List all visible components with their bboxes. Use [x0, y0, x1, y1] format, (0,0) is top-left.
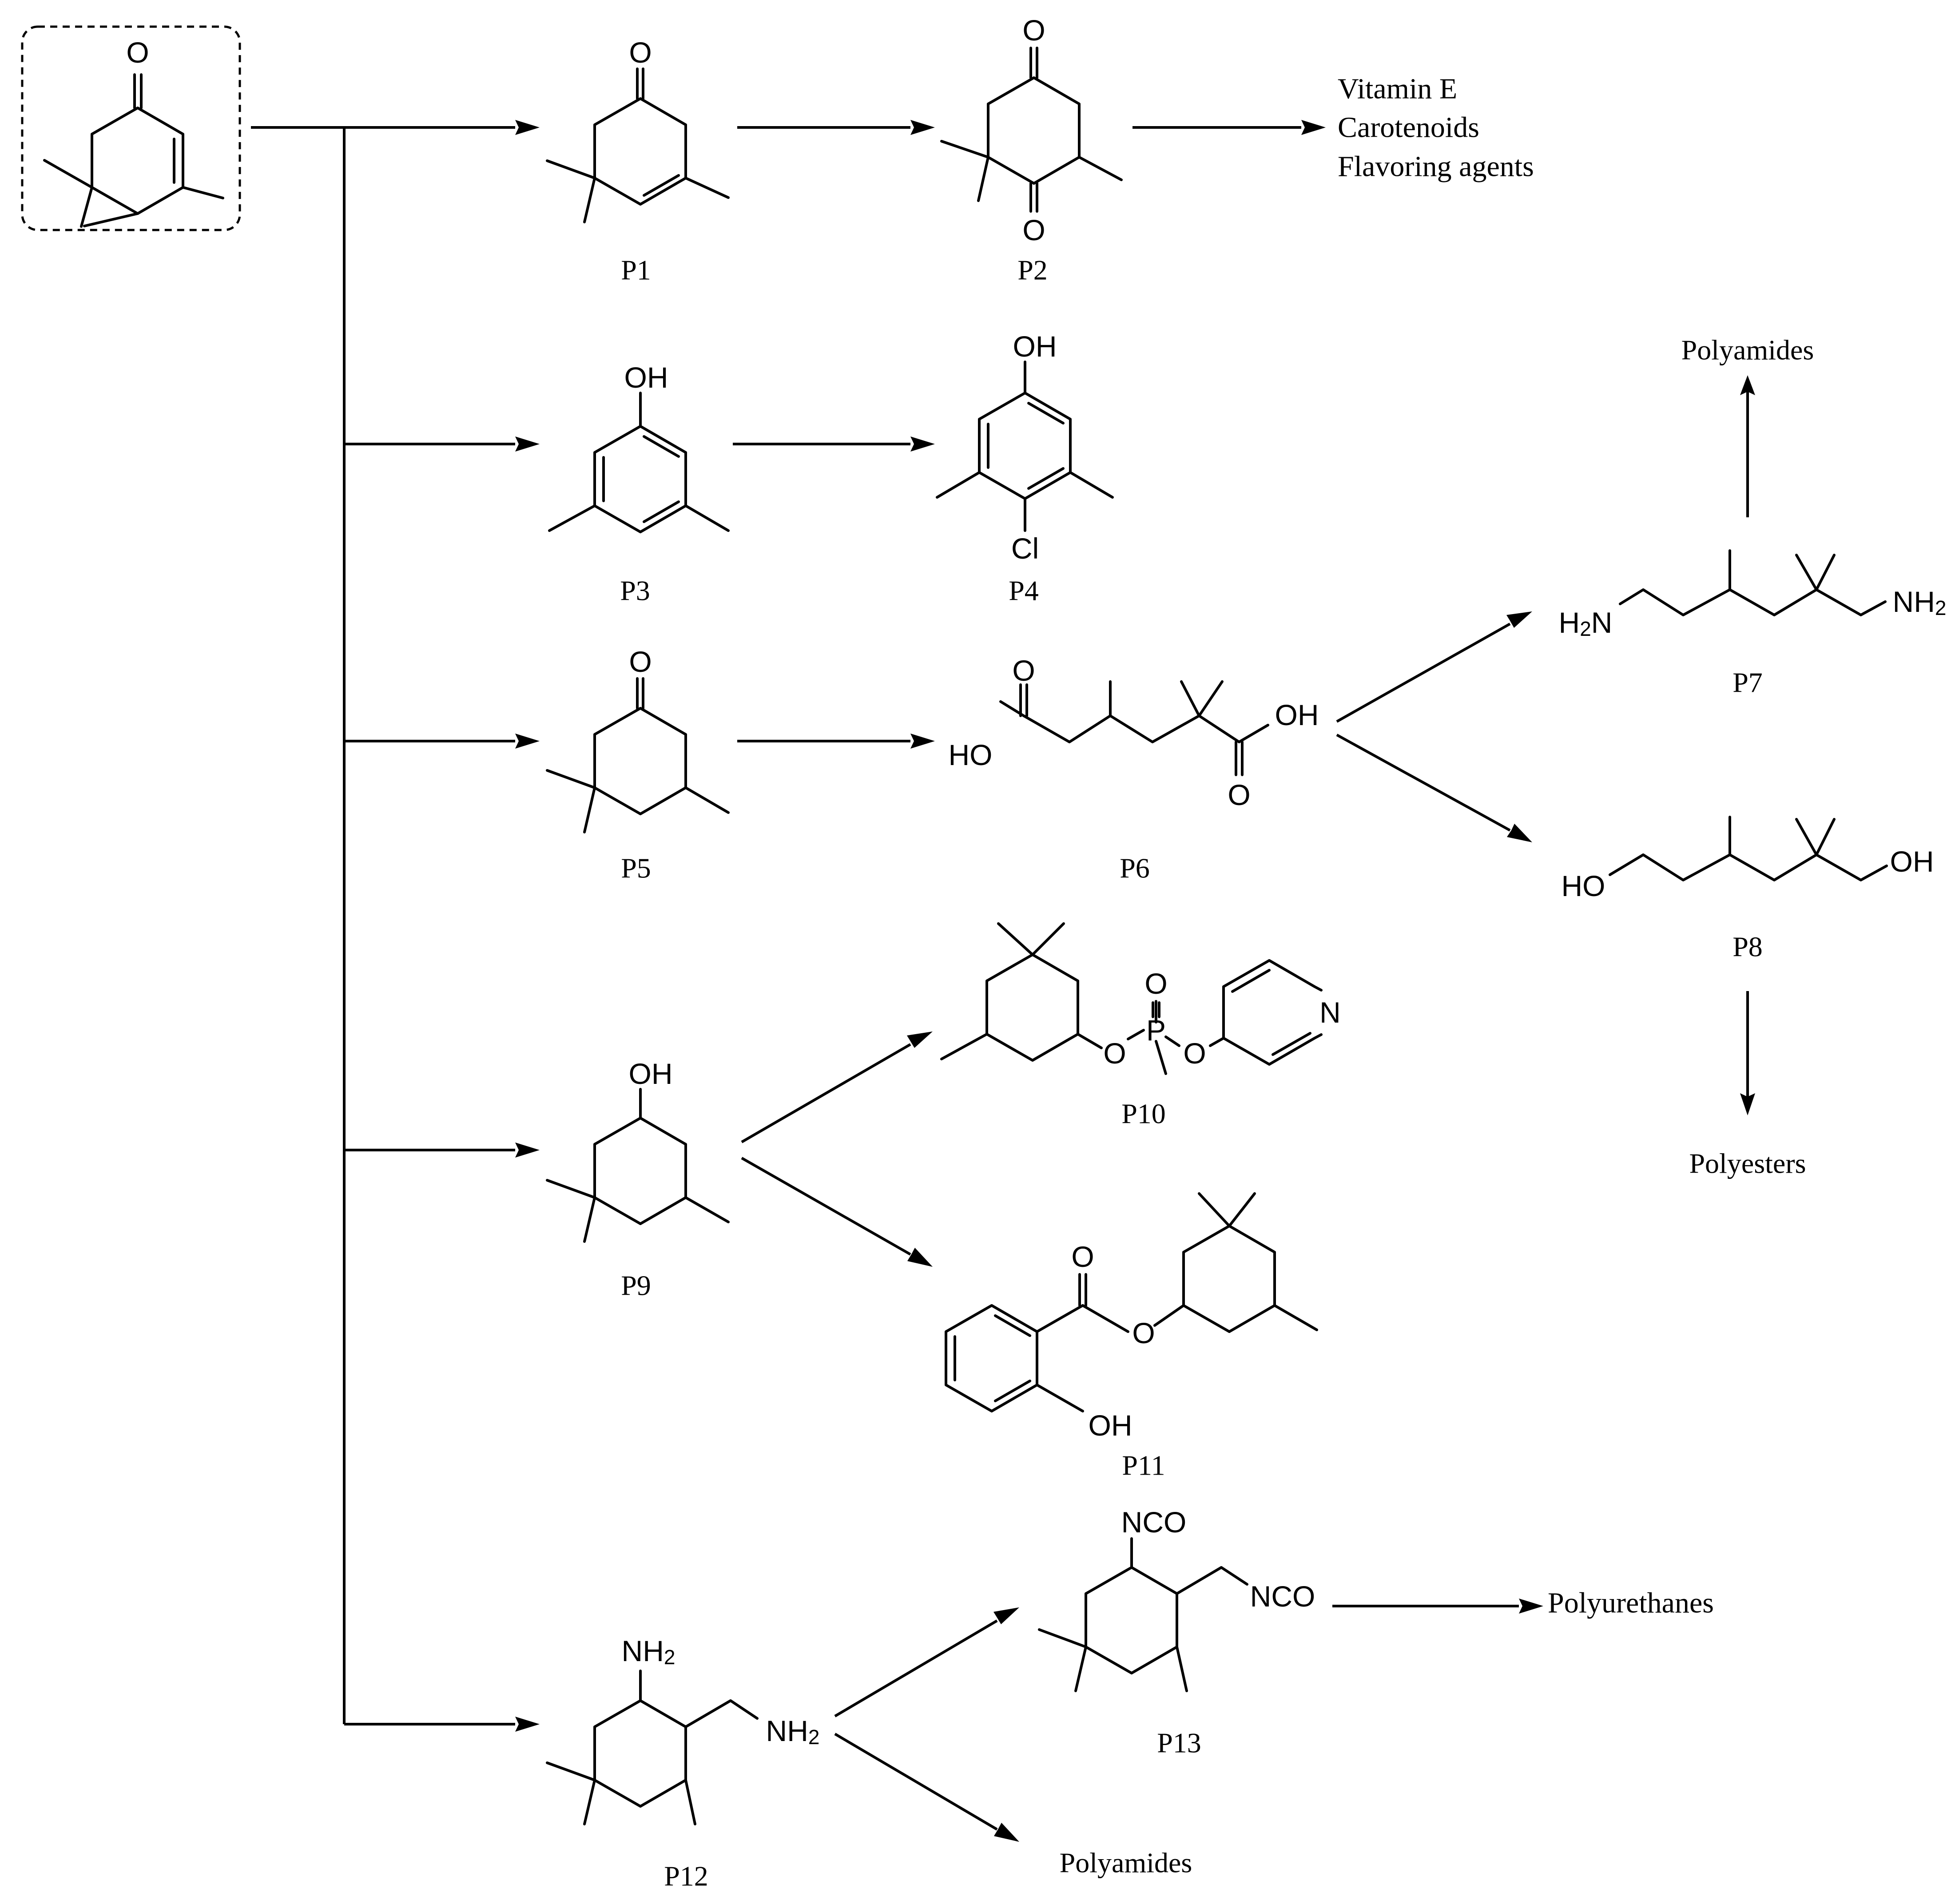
p9-oh: OH: [629, 1057, 673, 1090]
arrowhead-p9-to-p11: [907, 1248, 933, 1267]
compound-p3: OH P3: [548, 361, 730, 607]
p9-label: P9: [621, 1270, 651, 1301]
p7-left-amine: H2N: [1559, 606, 1613, 640]
isophorone-carbonyl-o: O: [126, 36, 149, 69]
p12-top-amine: NH2: [622, 1634, 676, 1669]
p10-ester-o-left: O: [1103, 1037, 1126, 1070]
p6-left-o: O: [1012, 654, 1035, 687]
p6-label: P6: [1120, 853, 1150, 884]
arrowhead-p9-to-p10: [907, 1031, 933, 1048]
p10-ester-o-right: O: [1183, 1037, 1206, 1070]
p10-phosphorus: P: [1146, 1014, 1166, 1047]
starting-material-isophorone: O: [21, 25, 241, 231]
p4-label: P4: [1009, 575, 1039, 607]
p12-use-polyamides: Polyamides: [1060, 1847, 1192, 1879]
p6-right-oh: OH: [1275, 698, 1319, 731]
compound-p9: OH P9: [546, 1057, 730, 1301]
p5-label: P5: [621, 853, 651, 884]
arrowhead-to-p5: [515, 734, 540, 749]
p11-carbonyl-o: O: [1071, 1240, 1094, 1273]
p4-cl: Cl: [1011, 532, 1039, 565]
p2-top-o: O: [1022, 14, 1045, 47]
p10-pyridine-n: N: [1319, 996, 1341, 1029]
p2-use-carotenoids: Carotenoids: [1338, 111, 1479, 144]
arrowhead-to-p1: [515, 120, 540, 135]
compound-p6: O HO OH O P6: [949, 654, 1319, 884]
p7-right-amine: NH2: [1893, 585, 1947, 619]
arrowhead-p6-to-p8: [1507, 824, 1532, 842]
p11-oh: OH: [1089, 1409, 1132, 1442]
arrowhead-p6-to-p7: [1506, 611, 1532, 628]
p11-label: P11: [1122, 1450, 1165, 1481]
p8-use-polyesters: Polyesters: [1689, 1148, 1806, 1179]
compound-p5: O P5: [546, 645, 730, 884]
p2-applications: Vitamin E Carotenoids Flavoring agents: [1338, 73, 1534, 183]
p13-side-nco: NCO: [1250, 1580, 1315, 1613]
p11-ester-o: O: [1132, 1317, 1155, 1349]
arrowhead-p12-to-p13: [993, 1607, 1019, 1624]
compound-p12: NH2 NH2 P12: [546, 1634, 820, 1892]
p6-right-o: O: [1228, 778, 1250, 811]
p3-oh: OH: [624, 361, 668, 394]
arrowhead-p13-to-polyurethanes: [1519, 1599, 1543, 1614]
p2-bottom-o: O: [1022, 214, 1045, 246]
compound-p2: O O P2: [940, 14, 1123, 286]
compound-p11: O O OH P11: [945, 1192, 1318, 1481]
compound-p13: NCO NCO P13: [1038, 1506, 1315, 1759]
starting-material-dashed-box: [21, 25, 241, 231]
p7-label: P7: [1732, 667, 1763, 698]
p13-top-nco: NCO: [1121, 1506, 1187, 1539]
p10-label: P10: [1121, 1098, 1166, 1130]
compound-p4: OH Cl P4: [936, 330, 1114, 607]
p7-use-polyamides: Polyamides: [1681, 334, 1814, 366]
p13-label: P13: [1157, 1727, 1201, 1759]
p5-carbonyl-o: O: [629, 645, 652, 678]
compound-p7: H2N NH2 P7: [1559, 549, 1947, 698]
arrowhead-to-p9: [515, 1142, 540, 1158]
branch-connectors: [251, 120, 540, 1732]
arrowhead-p3-to-p4: [910, 436, 935, 452]
p2-label: P2: [1017, 254, 1048, 286]
p12-side-amine: NH2: [766, 1714, 820, 1749]
p8-label: P8: [1732, 931, 1763, 963]
arrowhead-p7-to-polyamides: [1740, 375, 1755, 395]
arrowhead-to-p12: [515, 1717, 540, 1732]
compound-p1: O P1: [546, 36, 730, 286]
p10-p-oxo: O: [1144, 967, 1167, 1000]
p8-left-ho: HO: [1562, 869, 1605, 902]
p6-left-ho: HO: [949, 738, 993, 771]
p13-use-polyurethanes: Polyurethanes: [1548, 1587, 1714, 1619]
arrowhead-to-p3: [515, 436, 540, 452]
compound-p8: HO OH P8: [1562, 816, 1934, 963]
compound-p10: O P O O N P10: [940, 922, 1341, 1130]
isophorone-bonds: [43, 73, 224, 228]
arrowhead-p2-to-uses: [1301, 120, 1326, 135]
p2-use-flavoring: Flavoring agents: [1338, 151, 1534, 183]
p8-right-oh: OH: [1890, 845, 1934, 878]
p12-label: P12: [664, 1860, 708, 1892]
arrowhead-p8-to-polyesters: [1740, 1093, 1755, 1115]
p3-label: P3: [620, 575, 650, 607]
arrowhead-p12-to-polyamides: [994, 1823, 1019, 1842]
p1-label: P1: [621, 254, 651, 286]
p2-use-vitamin-e: Vitamin E: [1338, 73, 1457, 105]
p4-oh: OH: [1013, 330, 1057, 363]
arrowhead-p1-to-p2: [910, 120, 935, 135]
arrowhead-p5-to-p6: [910, 734, 935, 749]
p1-carbonyl-o: O: [629, 36, 652, 69]
